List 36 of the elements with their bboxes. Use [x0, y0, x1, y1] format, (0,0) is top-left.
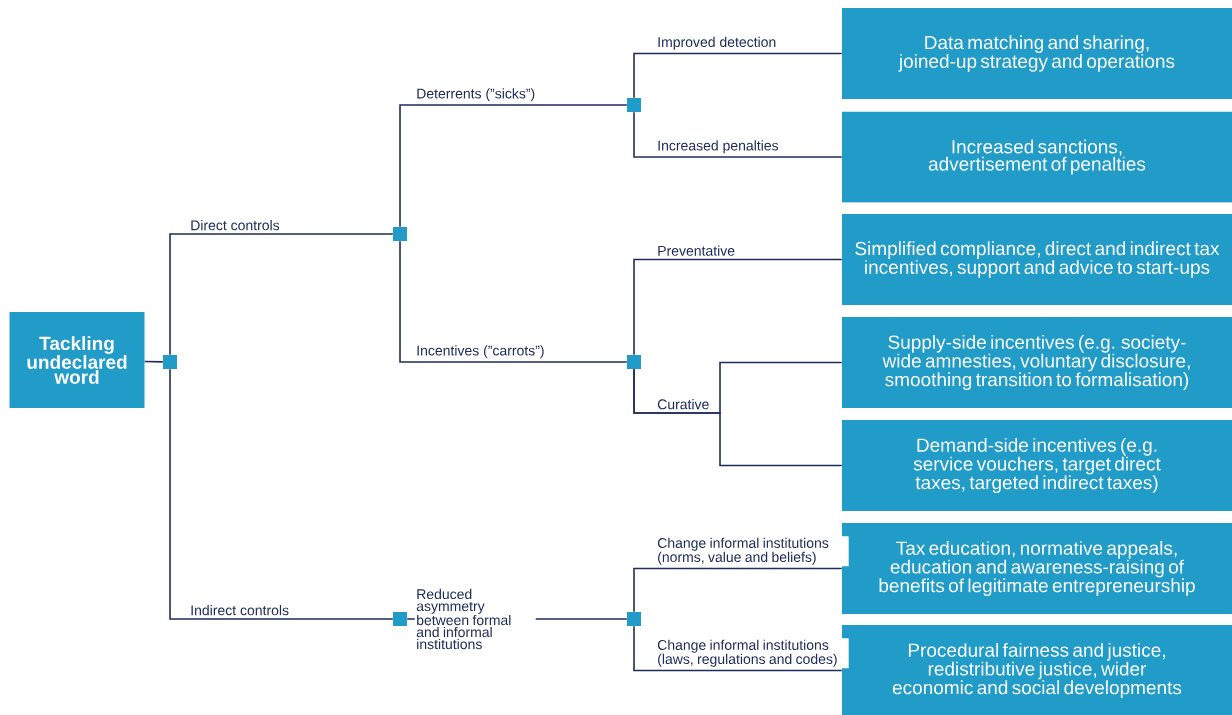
- edge-label: Change informal institutions (laws, regulations and codes): [655, 638, 849, 669]
- measure-box: Supply-side incentives (e.g. society-wide amnesties, voluntary disclosure, smoothing transition to formalisation): [842, 317, 1232, 408]
- connector-line: [143, 360, 164, 363]
- edge-label: Preventative: [655, 244, 737, 258]
- topic-box: Tackling undeclared word: [9, 312, 145, 408]
- connector-line: [169, 368, 394, 620]
- edge-label: Reduced asymmetry between formal and informal institutions: [414, 587, 536, 651]
- junction-square: [163, 355, 177, 369]
- connector-line: [169, 233, 394, 356]
- edge-label: Change informal institutions (norms, value and beliefs): [655, 536, 849, 567]
- edge-label: Increased penalties: [655, 138, 781, 155]
- edge-label: Curative: [655, 397, 711, 411]
- edge-label: Improved detection: [655, 35, 778, 52]
- junction-square: [627, 355, 641, 369]
- edge-label: Incentives (”carrots”): [414, 343, 547, 360]
- connector-line: [633, 258, 843, 356]
- connector-line: [399, 240, 628, 363]
- measure-box: Data matching and sharing, joined-up strategy and operations: [842, 8, 1232, 99]
- junction-square: [627, 612, 641, 626]
- connector-line: [633, 111, 843, 158]
- junction-square: [393, 227, 407, 241]
- measure-box: Demand-side incentives (e.g. service vouchers, target direct taxes, targeted indirect taxes): [842, 420, 1232, 511]
- junction-square: [393, 612, 407, 626]
- measure-box: Procedural fairness and justice, redistributive justice, wider economic and social developments: [842, 625, 1232, 715]
- edge-label: Direct controls: [188, 218, 282, 232]
- measure-box: Simplified compliance, direct and indirect tax incentives, support and advice to start-ups: [842, 214, 1232, 305]
- connector-line: [633, 567, 843, 613]
- measure-box: Tax education, normative appeals, education and awareness-raising of benefits of legitimate entrepreneurship: [842, 523, 1232, 614]
- connector-line: [633, 368, 843, 467]
- connector-line: [399, 104, 628, 228]
- edge-label: Deterrents (”sicks”): [414, 86, 537, 103]
- connector-line: [633, 625, 843, 672]
- measure-box: Increased sanctions, advertisement of penalties: [842, 111, 1232, 203]
- connector-line: [633, 52, 843, 99]
- junction-square: [627, 98, 641, 112]
- edge-label: Indirect controls: [188, 603, 291, 617]
